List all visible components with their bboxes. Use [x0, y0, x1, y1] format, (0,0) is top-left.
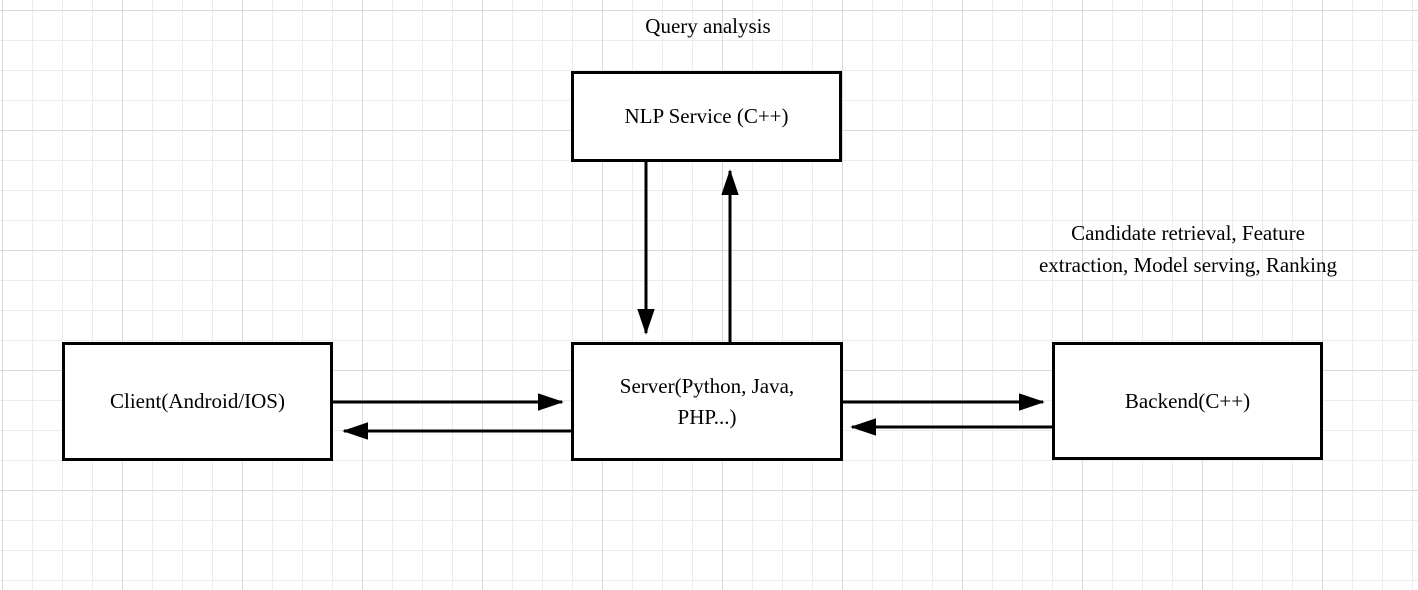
nlp-service-label: NLP Service (C++)	[624, 104, 789, 129]
client-label: Client(Android/IOS)	[110, 389, 285, 414]
backend-label: Backend(C++)	[1124, 388, 1251, 413]
node-nlp-service[interactable]: NLP Service (C++)	[571, 71, 842, 162]
node-client[interactable]: Client(Android/IOS)	[62, 342, 333, 461]
server-label: Server(Python, Java, PHP...)	[619, 374, 795, 429]
node-server[interactable]: Server(Python, Java, PHP...)	[571, 342, 843, 461]
backend-annotation-label: Candidate retrieval, Feature extraction,…	[1038, 221, 1338, 277]
query-analysis-label: Query analysis	[645, 14, 771, 38]
node-backend[interactable]: Backend(C++)	[1052, 342, 1323, 460]
